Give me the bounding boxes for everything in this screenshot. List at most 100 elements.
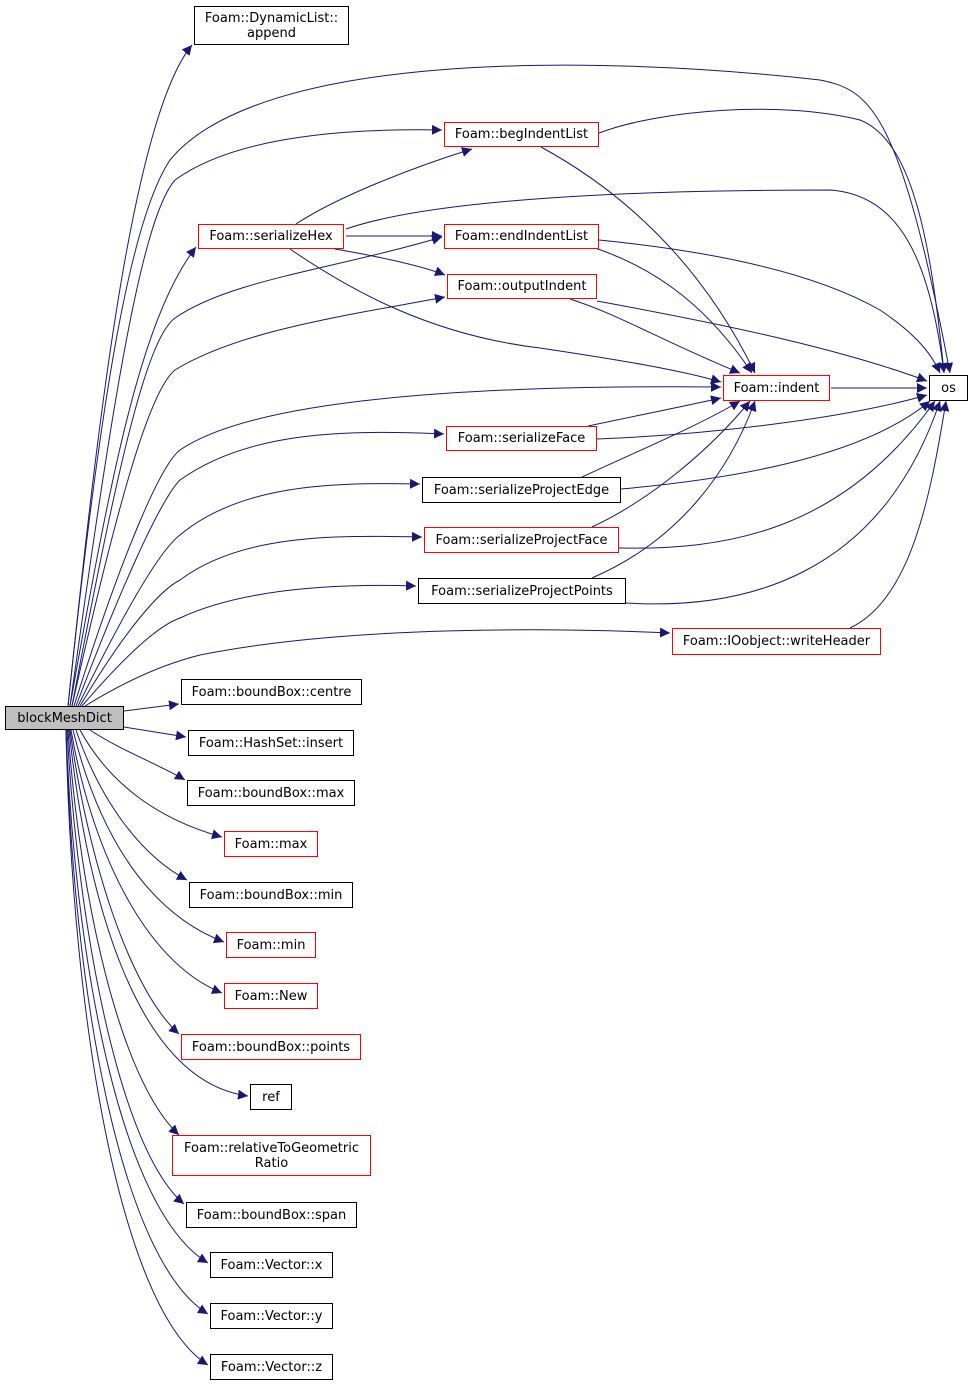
- node-label-line2: append: [247, 25, 296, 41]
- node-serializeprojectface[interactable]: Foam::serializeProjectFace: [424, 527, 619, 553]
- node-label: Foam::outputIndent: [457, 279, 587, 294]
- edge-serializehex-to-indent: [289, 248, 722, 384]
- edge-serializehex-to-outputindent: [334, 248, 446, 276]
- node-boundbox-min[interactable]: Foam::boundBox::min: [189, 882, 353, 908]
- edge-outputindent-to-indent: [569, 298, 741, 374]
- edge-root-to-indent: [73, 381, 722, 707]
- node-label: Foam::endIndentList: [454, 229, 589, 244]
- node-max[interactable]: Foam::max: [224, 831, 318, 857]
- edge-serializeprojectedge-to-indent: [581, 400, 741, 478]
- edge-root-to-min: [72, 729, 225, 944]
- node-label: os: [941, 380, 956, 396]
- node-label: blockMeshDict: [17, 710, 112, 726]
- edge-serializeface-to-os: [596, 392, 928, 440]
- node-label: Foam::Vector::z: [220, 1359, 323, 1375]
- edge-serializeprojectface-to-os: [618, 400, 936, 549]
- edge-serializeprojectface-to-indent: [591, 400, 751, 528]
- node-vector-y[interactable]: Foam::Vector::y: [210, 1303, 333, 1329]
- edge-root-to-boundbox_max: [89, 729, 186, 781]
- node-boundbox-max[interactable]: Foam::boundBox::max: [187, 780, 355, 806]
- edge-root-to-serializeprojectface: [79, 531, 423, 707]
- edge-serializehex-to-begindentlist: [295, 147, 473, 225]
- edge-root-to-serializeprojectpoints: [81, 580, 417, 707]
- edge-endindentlist-to-indent: [594, 247, 753, 374]
- edge-root-to-writeheader: [84, 627, 671, 707]
- edge-root-to-vector_y: [65, 729, 209, 1315]
- node-label: Foam::max: [234, 836, 308, 852]
- node-label: Foam::serializeFace: [457, 431, 586, 446]
- node-serializeprojectpoints[interactable]: Foam::serializeProjectPoints: [418, 578, 626, 604]
- edge-root-to-serializeface: [75, 428, 445, 707]
- edge-outputindent-to-os: [596, 300, 928, 383]
- edge-root-to-begindentlist: [69, 124, 443, 707]
- node-label: Foam::New: [234, 988, 308, 1004]
- edge-root-to-ref: [68, 729, 249, 1100]
- edge-root-to-outputindent: [71, 293, 446, 707]
- edge-endindentlist-to-os: [598, 239, 941, 374]
- edge-root-to-relativetogeometric: [67, 729, 180, 1136]
- edge-begindentlist-to-indent: [540, 146, 756, 374]
- node-boundbox-centre[interactable]: Foam::boundBox::centre: [181, 679, 362, 705]
- node-min[interactable]: Foam::min: [226, 932, 316, 958]
- node-ref[interactable]: ref: [250, 1084, 292, 1110]
- edge-root-to-boundbox_points: [69, 729, 180, 1035]
- edge-root-to-serializehex: [69, 246, 197, 707]
- node-outputindent[interactable]: Foam::outputIndent: [447, 274, 597, 299]
- node-label: Foam::serializeProjectFace: [435, 532, 608, 548]
- node-serializeprojectedge[interactable]: Foam::serializeProjectEdge: [422, 477, 621, 503]
- edge-root-to-vector_x: [65, 729, 209, 1264]
- node-label: Foam::HashSet::insert: [198, 735, 344, 751]
- node-label-line1: Foam::DynamicList::: [204, 10, 339, 26]
- node-label: Foam::boundBox::max: [197, 785, 345, 801]
- node-label: Foam::serializeHex: [209, 229, 333, 244]
- edge-root-to-boundbox_min: [75, 729, 188, 881]
- edge-root-to-new: [70, 729, 223, 994]
- node-label: Foam::serializeProjectPoints: [431, 583, 613, 599]
- edge-serializeprojectpoints-to-os: [625, 400, 942, 605]
- node-label: ref: [262, 1089, 280, 1105]
- node-label: Foam::boundBox::span: [196, 1207, 347, 1223]
- node-label: Foam::min: [236, 937, 306, 953]
- edge-root-to-vector_z: [65, 729, 209, 1366]
- node-new[interactable]: Foam::New: [224, 983, 318, 1009]
- node-indent[interactable]: Foam::indent: [723, 375, 830, 401]
- edge-serializeface-to-indent: [587, 395, 722, 427]
- node-relativetogeometricratio[interactable]: Foam::relativeToGeometric Ratio: [172, 1135, 371, 1176]
- edge-serializehex-to-os: [345, 189, 948, 374]
- node-label: Foam::boundBox::min: [199, 887, 343, 903]
- node-label-line2: Ratio: [254, 1155, 289, 1171]
- edge-root-to-hashset_insert: [123, 726, 187, 741]
- edge-root-to-os: [67, 64, 954, 707]
- edge-root-to-endindentlist: [71, 235, 443, 707]
- node-label: Foam::indent: [733, 380, 820, 396]
- edge-begindentlist-to-os: [598, 108, 949, 374]
- node-label: Foam::Vector::x: [220, 1257, 323, 1273]
- node-vector-z[interactable]: Foam::Vector::z: [210, 1354, 333, 1380]
- edge-writeheader-to-os: [849, 400, 950, 629]
- node-serializeface[interactable]: Foam::serializeFace: [446, 426, 597, 451]
- edge-serializeprojectpoints-to-indent: [591, 400, 757, 579]
- edge-serializeprojectedge-to-os: [620, 400, 931, 490]
- node-dynamiclist-append[interactable]: Foam::DynamicList:: append: [194, 6, 349, 45]
- node-boundbox-span[interactable]: Foam::boundBox::span: [186, 1202, 357, 1228]
- node-begindentlist[interactable]: Foam::begIndentList: [444, 122, 599, 147]
- node-label: Foam::serializeProjectEdge: [433, 482, 610, 498]
- node-label: Foam::IOobject::writeHeader: [682, 634, 871, 649]
- node-label: Foam::begIndentList: [454, 127, 589, 142]
- node-endindentlist[interactable]: Foam::endIndentList: [444, 224, 599, 249]
- node-boundbox-points[interactable]: Foam::boundBox::points: [181, 1034, 361, 1060]
- node-label-line1: Foam::relativeToGeometric: [184, 1140, 359, 1156]
- node-serializehex[interactable]: Foam::serializeHex: [198, 224, 344, 249]
- node-os[interactable]: os: [929, 375, 968, 401]
- node-ioobject-writeheader[interactable]: Foam::IOobject::writeHeader: [672, 628, 881, 655]
- root-node-blockmeshdict: blockMeshDict: [5, 706, 124, 730]
- edge-root-to-boundbox_centre: [123, 700, 180, 712]
- node-hashset-insert[interactable]: Foam::HashSet::insert: [188, 730, 354, 756]
- edge-root-to-max: [79, 729, 223, 840]
- node-label: Foam::Vector::y: [220, 1308, 323, 1324]
- edge-root-to-boundbox_span: [66, 729, 185, 1205]
- node-vector-x[interactable]: Foam::Vector::x: [210, 1252, 333, 1278]
- node-label: Foam::boundBox::centre: [191, 684, 352, 700]
- node-label: Foam::boundBox::points: [191, 1039, 351, 1055]
